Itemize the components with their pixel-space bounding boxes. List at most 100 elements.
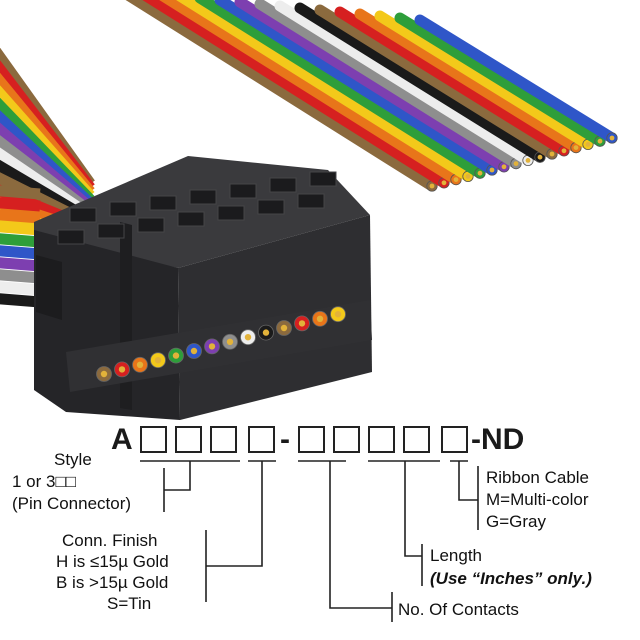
- part-box-ribbon: [441, 426, 468, 453]
- wire-core: [513, 161, 519, 167]
- wire-core: [561, 148, 567, 154]
- wire-core: [118, 366, 126, 373]
- part-box-contacts-2: [333, 426, 360, 453]
- ribbon-wire: [414, 14, 618, 144]
- wire-core: [465, 174, 471, 179]
- wire-core: [334, 311, 342, 318]
- wire-core: [453, 177, 459, 183]
- ribbon-wire: [0, 209, 41, 224]
- wire-core: [190, 347, 198, 355]
- style-title: Style: [54, 450, 92, 469]
- wire-core: [172, 352, 180, 359]
- style-line1: 1 or 3□□: [12, 472, 77, 491]
- ribbon-wire: [0, 269, 41, 284]
- connector-sockets: [57, 171, 337, 245]
- ribbon-wire: [214, 0, 498, 176]
- ribbon-wire: [274, 0, 534, 166]
- length-label: Length: [430, 546, 482, 565]
- wire-core: [226, 338, 234, 345]
- ribbon-wires-right: [125, 0, 618, 192]
- socket-hole: [177, 211, 205, 227]
- leader-length: [404, 461, 422, 557]
- part-box-contacts-1: [298, 426, 325, 453]
- part-box-style-3: [210, 426, 237, 453]
- ribbon-wire: [0, 257, 41, 272]
- wire-core: [154, 357, 162, 364]
- ribbon-wire: [394, 12, 606, 147]
- part-box-length-1: [368, 426, 395, 453]
- wire-core: [609, 135, 615, 141]
- socket-hole: [57, 229, 85, 245]
- socket-hole: [229, 183, 257, 199]
- socket-hole: [309, 171, 337, 187]
- wire-core: [549, 151, 555, 157]
- ribbon-wire: [176, 0, 474, 182]
- wire-core: [525, 158, 531, 163]
- finish-line3: S=Tin: [107, 594, 152, 613]
- wire-core: [489, 167, 495, 173]
- ribbon-wire: [0, 281, 41, 296]
- wire-core: [262, 329, 270, 336]
- wire-core: [477, 170, 483, 176]
- idc-connector: [34, 156, 372, 420]
- leader-style: [164, 461, 191, 491]
- socket-hole: [217, 205, 245, 221]
- ribbon-wire: [254, 0, 522, 170]
- ribbon-wire: [294, 2, 546, 163]
- finish-line1: H is ≤15µ Gold: [56, 552, 169, 571]
- part-prefix: A: [111, 423, 133, 456]
- wire-core: [136, 361, 144, 368]
- wire-core: [429, 183, 435, 189]
- wire-core: [208, 343, 216, 350]
- ribbon-title: Ribbon Cable: [486, 468, 590, 487]
- ribbon-wire: [0, 221, 41, 236]
- finish-title: Conn. Finish: [62, 531, 158, 550]
- socket-hole: [189, 189, 217, 205]
- wire-core: [316, 315, 324, 322]
- leader-ribbon: [458, 461, 478, 501]
- wire-core: [244, 334, 252, 341]
- socket-hole: [69, 207, 97, 223]
- ribbon-wire: [0, 245, 41, 260]
- wire-core: [100, 370, 108, 378]
- connector-wire-ends: [96, 306, 346, 382]
- contacts-label: No. Of Contacts: [398, 600, 519, 619]
- ribbon-wire: [159, 0, 462, 186]
- ribbon-wire: [314, 4, 558, 160]
- leader-contacts: [329, 461, 392, 609]
- ribbon-wire: [0, 197, 41, 212]
- socket-hole: [97, 223, 125, 239]
- style-line2: (Pin Connector): [12, 494, 132, 513]
- part-box-style-1: [140, 426, 167, 453]
- part-box-style-2: [175, 426, 202, 453]
- wire-core: [597, 138, 603, 144]
- ribbon-wire: [0, 233, 41, 248]
- leader-lines: [140, 460, 479, 622]
- ribbon-wire: [142, 0, 450, 189]
- ribbon-line2: G=Gray: [486, 512, 546, 531]
- socket-hole: [297, 193, 325, 209]
- part-separator: -: [280, 423, 290, 456]
- connector-latch: [36, 255, 62, 320]
- wire-core: [537, 154, 543, 160]
- ribbon-wire: [125, 0, 438, 192]
- socket-hole: [109, 201, 137, 217]
- ribbon-wire: [374, 10, 594, 150]
- socket-hole: [257, 199, 285, 215]
- socket-hole: [137, 217, 165, 233]
- ribbon-wire: [234, 0, 510, 173]
- wire-core: [585, 142, 591, 147]
- wire-core: [441, 180, 447, 186]
- ribbon-wire: [0, 185, 41, 200]
- ribbon-wire: [334, 6, 570, 157]
- ribbon-wire: [0, 293, 41, 308]
- finish-line2: B is >15µ Gold: [56, 573, 169, 592]
- length-note: (Use “Inches” only.): [430, 569, 592, 588]
- part-suffix: -ND: [471, 423, 525, 456]
- wire-core: [573, 145, 579, 151]
- part-box-finish: [248, 426, 275, 453]
- wire-core: [501, 164, 507, 170]
- socket-hole: [269, 177, 297, 193]
- ribbon-wire: [194, 0, 486, 179]
